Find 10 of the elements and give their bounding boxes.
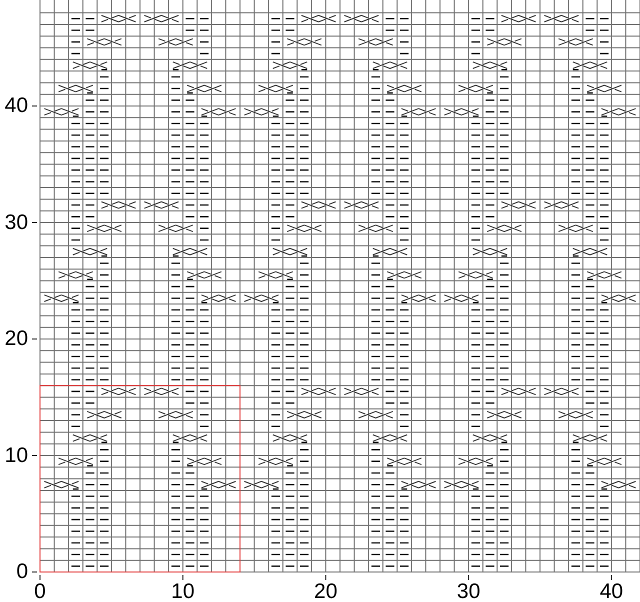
tick-label: 40 <box>600 581 624 602</box>
tick-label: 20 <box>314 581 338 602</box>
tick-label: 30 <box>4 212 28 232</box>
tick-label: 10 <box>4 444 28 466</box>
tick-label: 10 <box>171 581 195 602</box>
tick-label: 0 <box>16 561 28 582</box>
tick-label: 0 <box>34 581 46 602</box>
tick-label: 20 <box>4 328 28 349</box>
tick-label: 30 <box>456 581 480 602</box>
tick-label: 40 <box>4 95 28 116</box>
